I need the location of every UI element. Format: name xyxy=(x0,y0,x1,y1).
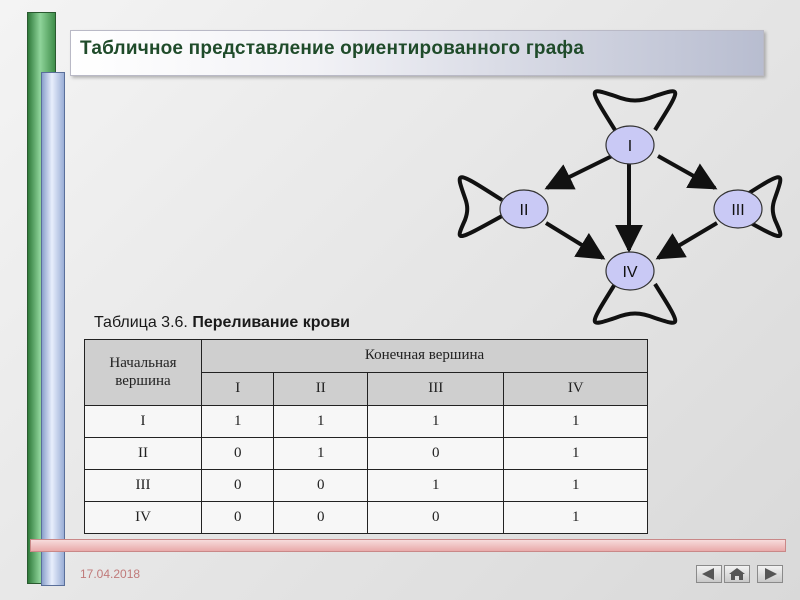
row-label: IV xyxy=(84,500,202,535)
table-cell: 1 xyxy=(200,404,275,438)
node-IV: IV xyxy=(605,251,655,291)
adjacency-table: Начальная вершина Конечная вершина I II … xyxy=(84,339,648,535)
group-header: Конечная вершина xyxy=(201,339,648,373)
table-cell: 1 xyxy=(273,436,369,470)
table-cell: 1 xyxy=(273,404,369,438)
loop-I xyxy=(593,89,677,132)
table-row: II 0 1 0 1 xyxy=(84,436,648,470)
edge-III-IV xyxy=(655,221,719,260)
column-header: I xyxy=(200,371,275,406)
loop-IV xyxy=(593,282,677,325)
column-header: III xyxy=(367,371,505,406)
table-cell: 0 xyxy=(273,468,369,502)
bottom-decor-bar xyxy=(30,539,786,552)
table-cell: 0 xyxy=(200,468,275,502)
table-caption-prefix: Таблица 3.6. xyxy=(94,314,188,331)
table-row: I 1 1 1 1 xyxy=(84,404,648,438)
node-label-III: III xyxy=(731,202,744,219)
node-label-IV: IV xyxy=(622,264,637,281)
table-cell: 1 xyxy=(367,404,505,438)
node-I: I xyxy=(605,125,655,165)
table-cell: 0 xyxy=(200,500,275,535)
table-cell: 0 xyxy=(273,500,369,535)
table-row: IV 0 0 0 1 xyxy=(84,500,648,535)
table-header-row-1: Начальная вершина Конечная вершина xyxy=(84,339,648,406)
row-label: I xyxy=(84,404,202,438)
column-header: II xyxy=(273,371,369,406)
directed-graph: I II III IV xyxy=(457,89,783,325)
prev-button[interactable] xyxy=(696,565,722,583)
table-caption-title: Переливание крови xyxy=(192,314,350,331)
node-III: III xyxy=(713,189,763,229)
edge-II-IV xyxy=(544,221,606,260)
corner-header: Начальная вершина xyxy=(84,339,202,406)
row-label: II xyxy=(84,436,202,470)
table-cell: 0 xyxy=(367,436,505,470)
home-button[interactable] xyxy=(724,565,750,583)
node-II: II xyxy=(499,189,549,229)
prev-arrow-icon xyxy=(702,568,714,580)
next-arrow-icon xyxy=(765,568,777,580)
table-header-row-2: I II III IV xyxy=(85,371,648,406)
edge-I-II xyxy=(544,154,613,190)
table-cell: 0 xyxy=(200,436,275,470)
edge-I-III xyxy=(657,154,718,190)
home-icon xyxy=(729,568,745,580)
node-label-I: I xyxy=(628,138,632,155)
next-button[interactable] xyxy=(757,565,783,583)
left-decor-bar-blue xyxy=(41,72,65,586)
table-cell: 1 xyxy=(503,404,648,438)
row-label: III xyxy=(84,468,202,502)
table-cell: 1 xyxy=(503,500,648,535)
node-label-II: II xyxy=(520,202,529,219)
column-header: IV xyxy=(503,371,648,406)
table-cell: 1 xyxy=(367,468,505,502)
slide-title: Табличное представление ориентированного… xyxy=(80,38,585,59)
slide-date: 17.04.2018 xyxy=(80,567,141,581)
loop-II xyxy=(457,175,504,238)
table-cell: 0 xyxy=(367,500,505,535)
table-cell: 1 xyxy=(503,436,648,470)
table-row: III 0 0 1 1 xyxy=(84,468,648,502)
loop-III xyxy=(736,175,783,238)
table-caption: Таблица 3.6. Переливание крови xyxy=(94,314,350,332)
table-cell: 1 xyxy=(503,468,648,502)
title-bar xyxy=(70,30,764,76)
